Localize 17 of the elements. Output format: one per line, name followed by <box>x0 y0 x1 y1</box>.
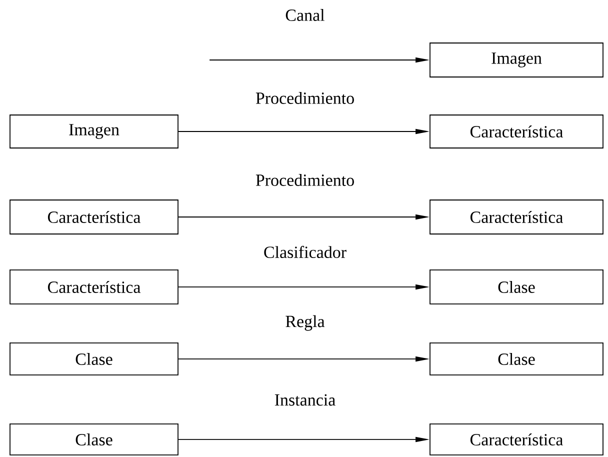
process-box: Característica <box>10 270 178 304</box>
process-box: Característica <box>430 200 604 234</box>
process-box: Característica <box>430 424 604 456</box>
edge-label: Procedimiento <box>256 174 354 186</box>
process-box: Característica <box>430 114 604 148</box>
edge-label: Instancia <box>274 394 336 406</box>
process-box: Clase <box>10 424 178 456</box>
edge-label: Clasificador <box>264 246 346 258</box>
process-box: Característica <box>10 200 178 234</box>
process-box: Clase <box>10 342 178 376</box>
edge-label: Procedimiento <box>256 92 354 104</box>
process-box: Imagen <box>10 114 178 148</box>
edge-label: Canal <box>286 9 324 21</box>
process-box: Clase <box>430 270 604 304</box>
edge-label: Regla <box>286 315 325 331</box>
process-box: Clase <box>430 342 604 376</box>
process-box: Imagen <box>430 42 604 78</box>
